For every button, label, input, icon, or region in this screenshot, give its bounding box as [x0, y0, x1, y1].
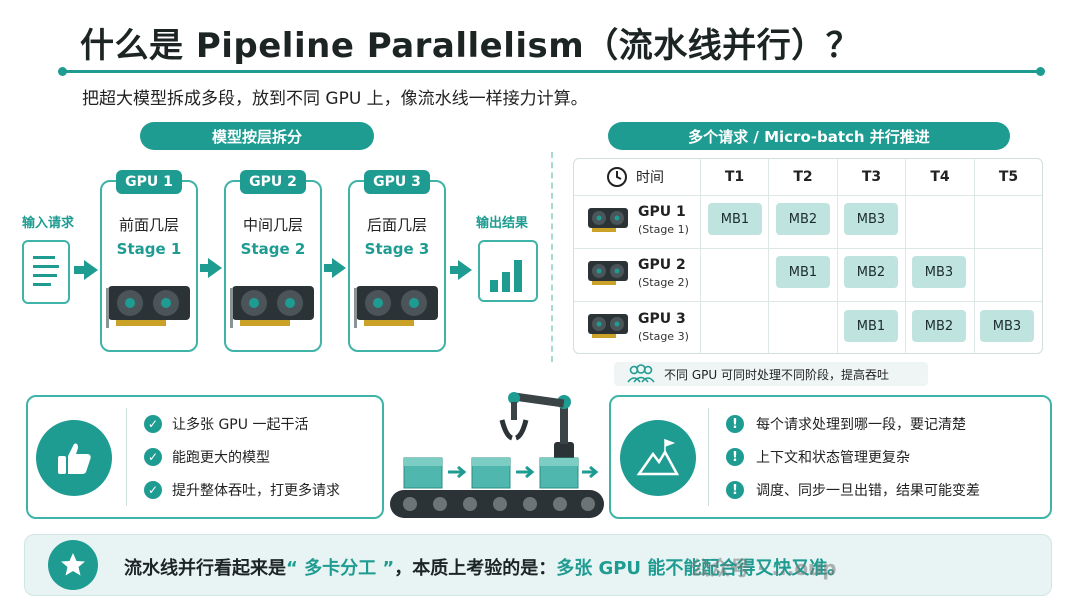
section-divider — [551, 152, 553, 362]
star-icon — [48, 540, 98, 590]
arrow-gpu1-to-gpu2 — [200, 258, 222, 278]
gpu-card-icon — [230, 284, 316, 338]
cell-gpu3-t5: MB3 — [980, 310, 1034, 342]
cons-panel — [609, 395, 1052, 519]
row-gpu1-stage: (Stage 1) — [638, 223, 689, 236]
time-label: 时间 — [636, 170, 664, 186]
output-label: 输出结果 — [476, 216, 529, 231]
watermark: 公众号 · ...oup — [690, 556, 837, 580]
cons-item: !每个请求处理到哪一段，要记清楚 — [726, 414, 966, 434]
table-row-line — [574, 248, 1042, 249]
gpu2-card-stage: Stage 2 — [240, 240, 306, 258]
check-icon: ✓ — [144, 448, 162, 466]
summary-banner — [24, 534, 1052, 596]
parallel-note: 不同 GPU 可同时处理不同阶段，提高吞吐 — [614, 362, 928, 386]
users-icon — [626, 364, 656, 388]
split-by-layer-pill: 模型按层拆分 — [140, 122, 374, 150]
gpu1-tag: GPU 1 — [116, 170, 182, 194]
gpu-card-icon — [354, 284, 440, 338]
cell-gpu2-t2: MB1 — [776, 256, 830, 288]
gpu-card-icon — [586, 206, 630, 238]
gpu3-card-title: 后面几层 — [366, 216, 427, 234]
document-icon — [22, 240, 70, 304]
gpu-card-icon — [586, 259, 630, 291]
row-gpu3-label: GPU 3 — [638, 311, 686, 327]
bar-chart-icon — [478, 240, 538, 302]
pros-item: ✓让多张 GPU 一起干活 — [144, 414, 308, 434]
gpu1-card-stage: Stage 1 — [116, 240, 182, 258]
cell-gpu1-t3: MB3 — [844, 203, 898, 235]
clock-icon — [606, 166, 628, 192]
column-header-t1: T1 — [724, 169, 745, 185]
gpu-card-icon — [586, 312, 630, 344]
gpu2-card-title: 中间几层 — [242, 216, 303, 234]
table-header-line — [574, 195, 1042, 196]
exclamation-icon: ! — [726, 448, 744, 466]
gpu2-tag: GPU 2 — [240, 170, 306, 194]
page-title: 什么是 Pipeline Parallelism（流水线并行）？ — [80, 26, 861, 66]
cell-gpu2-t3: MB2 — [844, 256, 898, 288]
table-col-line — [700, 159, 701, 353]
mountain-flag-icon — [620, 420, 696, 496]
pros-item: ✓提升整体吞吐，打更多请求 — [144, 480, 340, 500]
table-col-line — [768, 159, 769, 353]
row-gpu3-stage: (Stage 3) — [638, 330, 689, 343]
cons-divider — [708, 408, 709, 506]
row-gpu2-label: GPU 2 — [638, 257, 686, 273]
cell-gpu3-t4: MB2 — [912, 310, 966, 342]
table-col-line — [974, 159, 975, 353]
conveyor-belt-icon — [388, 488, 606, 526]
arrow-gpu2-to-gpu3 — [324, 258, 346, 278]
column-header-t2: T2 — [793, 169, 813, 185]
page-subtitle: 把超大模型拆成多段，放到不同 GPU 上，像流水线一样接力计算。 — [82, 89, 588, 109]
pros-divider — [126, 408, 127, 506]
robot-arm-icon — [384, 384, 610, 524]
table-col-line — [837, 159, 838, 353]
cons-item: !上下文和状态管理更复杂 — [726, 447, 910, 467]
row-gpu2-stage: (Stage 2) — [638, 276, 689, 289]
arrow-input-to-gpu1 — [74, 260, 98, 280]
exclamation-icon: ! — [726, 415, 744, 433]
cell-gpu1-t2: MB2 — [776, 203, 830, 235]
cons-item: !调度、同步一旦出错，结果可能变差 — [726, 480, 980, 500]
cell-gpu2-t4: MB3 — [912, 256, 966, 288]
title-underline — [62, 70, 1040, 73]
micro-batch-pill: 多个请求 / Micro-batch 并行推进 — [608, 122, 1010, 150]
cell-gpu1-t1: MB1 — [708, 203, 762, 235]
arrow-gpu3-to-output — [450, 260, 472, 280]
table-col-line — [905, 159, 906, 353]
cell-gpu3-t3: MB1 — [844, 310, 898, 342]
gpu1-card-title: 前面几层 — [118, 216, 179, 234]
gpu3-card-stage: Stage 3 — [364, 240, 430, 258]
pros-item: ✓能跑更大的模型 — [144, 447, 270, 467]
column-header-t3: T3 — [861, 169, 882, 185]
input-label: 输入请求 — [22, 216, 75, 231]
check-icon: ✓ — [144, 481, 162, 499]
row-gpu1-label: GPU 1 — [638, 204, 686, 220]
table-row-line — [574, 301, 1042, 302]
title-line-dot-right — [1036, 67, 1045, 76]
column-header-t4: T4 — [930, 169, 950, 185]
check-icon: ✓ — [144, 415, 162, 433]
column-header-t5: T5 — [998, 169, 1019, 185]
exclamation-icon: ! — [726, 481, 744, 499]
thumbs-up-icon — [36, 420, 112, 496]
gpu3-tag: GPU 3 — [364, 170, 430, 194]
gpu-card-icon — [106, 284, 192, 338]
summary-text: 流水线并行看起来是“ 多卡分工 ”，本质上考验的是：多张 GPU 能不能配合得又… — [124, 558, 846, 579]
